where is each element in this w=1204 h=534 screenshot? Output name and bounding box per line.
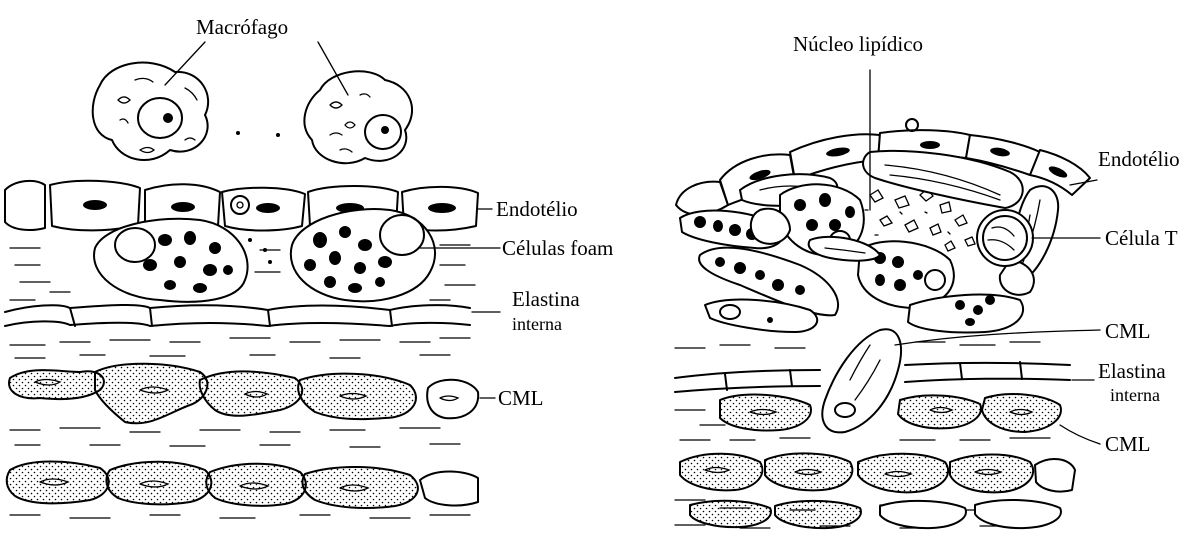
media-dashes-left-2: [10, 428, 460, 447]
label-foam-cells: Células foam: [502, 236, 613, 260]
label-internal-elastin-right-line1: Elastina: [1098, 359, 1166, 383]
right-panel: [675, 70, 1100, 528]
internal-elastin-left: [5, 305, 470, 326]
t-cell: [977, 210, 1033, 266]
smc-row-1-right: [720, 394, 1061, 432]
macrophage-right: [304, 71, 412, 163]
foam-cell-left: [94, 219, 248, 302]
label-lipid-core: Núcleo lipídico: [793, 32, 923, 56]
macrophage-left: [93, 63, 208, 160]
foam-cell-right: [291, 209, 435, 301]
migrating-smc: [822, 329, 901, 432]
label-t-cell: Célula T: [1105, 226, 1178, 250]
label-smc-left: CML: [498, 386, 544, 410]
label-macrophage: Macrófago: [196, 15, 288, 39]
smc-row-3-right: [690, 500, 1061, 528]
label-internal-elastin-left-line2: interna: [512, 314, 562, 334]
smc-row-2-right: [680, 453, 1075, 492]
label-endothelium-right: Endotélio: [1098, 147, 1180, 171]
left-panel: [5, 42, 500, 518]
label-endothelium-left: Endotélio: [496, 197, 578, 221]
media-dashes-left: [10, 338, 470, 358]
label-smc-lower-right: CML: [1105, 432, 1151, 456]
label-internal-elastin-left-line1: Elastina: [512, 287, 580, 311]
label-internal-elastin-right-line2: interna: [1110, 385, 1160, 405]
smc-row-2-left: [7, 462, 478, 509]
label-smc-upper-right: CML: [1105, 319, 1151, 343]
smc-row-1-left: [9, 364, 478, 424]
media-dashes-left-3: [10, 515, 470, 518]
